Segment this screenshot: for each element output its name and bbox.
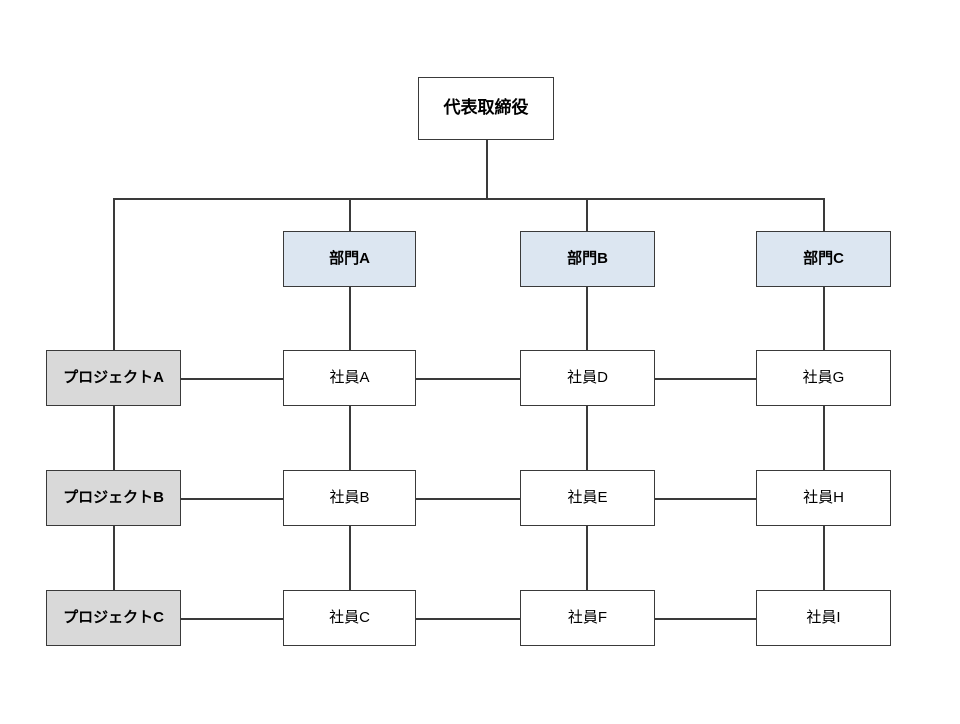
node-project-c[interactable]: プロジェクトC (46, 590, 181, 646)
edge-department-bus (113, 198, 825, 200)
node-project-b[interactable]: プロジェクトB (46, 470, 181, 526)
node-employee-h[interactable]: 社員H (756, 470, 891, 526)
edge-employee-e-to-employee-f (586, 526, 588, 590)
edge-employee-a-to-employee-b (349, 406, 351, 470)
edge-project-c-to-employee-c (181, 618, 283, 620)
node-employee-i[interactable]: 社員I (756, 590, 891, 646)
node-employee-d[interactable]: 社員D (520, 350, 655, 406)
edge-employee-b-to-employee-c (349, 526, 351, 590)
edge-department-b-to-employee-d (586, 287, 588, 350)
node-employee-c[interactable]: 社員C (283, 590, 416, 646)
edge-employee-e-to-employee-h (655, 498, 756, 500)
edge-employee-a-to-employee-d (416, 378, 520, 380)
edge-project-a-to-employee-a (181, 378, 283, 380)
edge-project-b-to-employee-b (181, 498, 283, 500)
edge-bus-to-department-b (586, 198, 588, 231)
edge-bus-to-department-c (823, 198, 825, 231)
node-employee-a[interactable]: 社員A (283, 350, 416, 406)
node-executive[interactable]: 代表取締役 (418, 77, 554, 140)
node-department-a[interactable]: 部門A (283, 231, 416, 287)
node-employee-b[interactable]: 社員B (283, 470, 416, 526)
edge-department-c-to-employee-g (823, 287, 825, 350)
edge-employee-d-to-employee-g (655, 378, 756, 380)
edge-employee-b-to-employee-e (416, 498, 520, 500)
edge-bus-to-department-a (349, 198, 351, 231)
node-employee-g[interactable]: 社員G (756, 350, 891, 406)
edge-executive-to-bus (486, 140, 488, 200)
edge-project-b-to-project-c (113, 526, 115, 590)
edge-project-a-to-project-b (113, 406, 115, 470)
edge-employee-g-to-employee-h (823, 406, 825, 470)
node-employee-f[interactable]: 社員F (520, 590, 655, 646)
edge-employee-h-to-employee-i (823, 526, 825, 590)
edge-bus-to-project-column (113, 198, 115, 350)
node-department-c[interactable]: 部門C (756, 231, 891, 287)
node-employee-e[interactable]: 社員E (520, 470, 655, 526)
edge-employee-d-to-employee-e (586, 406, 588, 470)
edge-department-a-to-employee-a (349, 287, 351, 350)
node-project-a[interactable]: プロジェクトA (46, 350, 181, 406)
edge-employee-c-to-employee-f (416, 618, 520, 620)
edge-employee-f-to-employee-i (655, 618, 756, 620)
node-department-b[interactable]: 部門B (520, 231, 655, 287)
